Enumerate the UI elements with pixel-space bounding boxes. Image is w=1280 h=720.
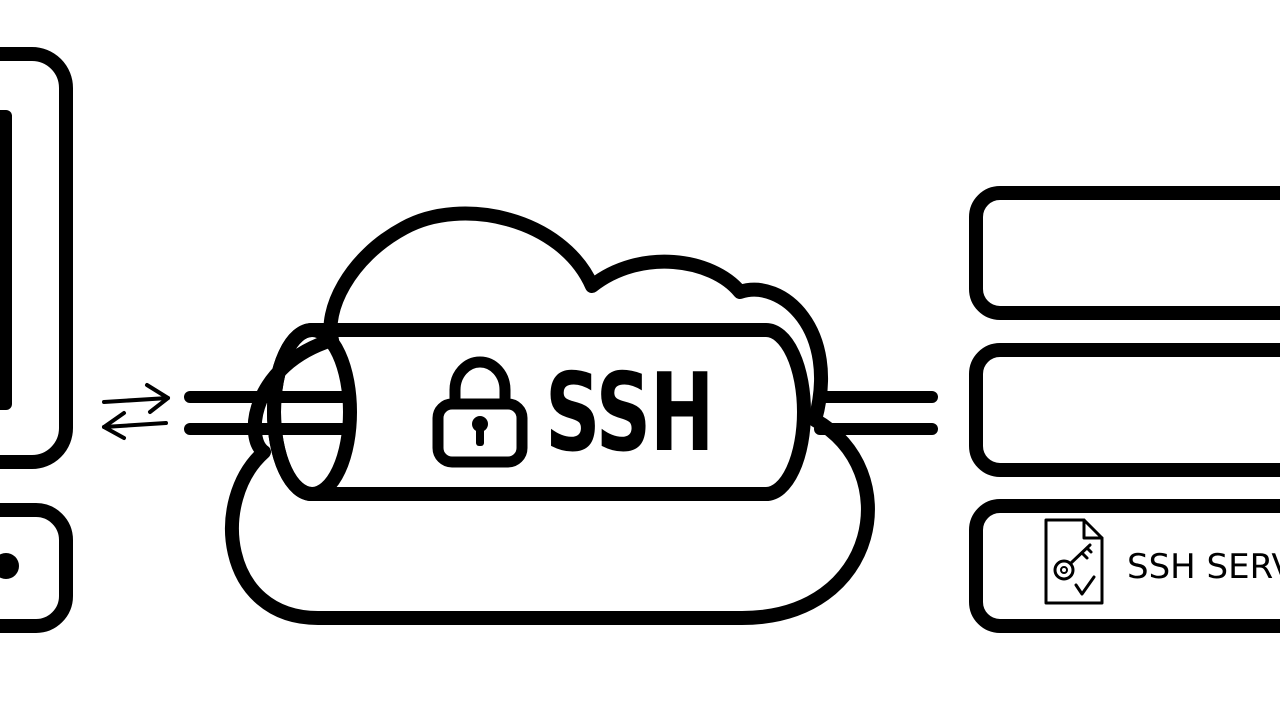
bidirectional-arrows-icon <box>102 383 170 440</box>
server-unit-top <box>969 186 1280 320</box>
server-unit-bottom <box>969 499 1280 633</box>
tube-opening <box>267 323 357 501</box>
tunnel-lines-right <box>814 391 938 435</box>
monitor-screen <box>0 110 12 410</box>
server-label: SSH SERVER <box>1127 547 1280 587</box>
tunnel-label: SSH <box>545 351 713 476</box>
tunnel-tube <box>267 323 811 501</box>
lock-icon <box>432 356 528 468</box>
client-computer <box>0 47 73 633</box>
server-rack <box>969 186 1280 633</box>
power-button <box>0 553 19 579</box>
computer-base <box>0 503 73 633</box>
tunnel-lines-inner <box>269 391 348 435</box>
key-certificate-icon <box>1044 518 1104 605</box>
monitor-frame <box>0 47 73 469</box>
server-unit-middle <box>969 343 1280 477</box>
